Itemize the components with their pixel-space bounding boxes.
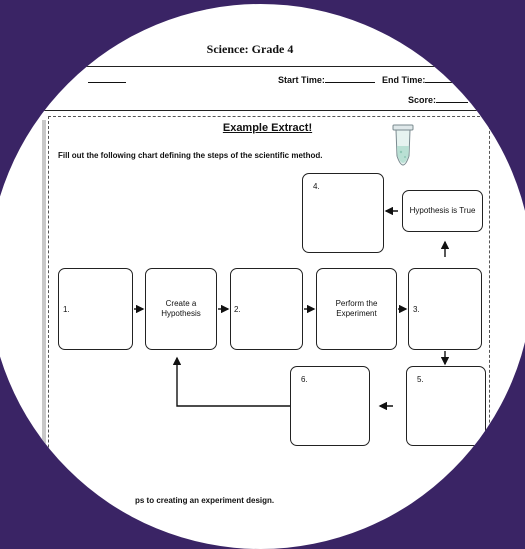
step-box-3-label: 3. xyxy=(413,305,420,314)
score-field: Score: xyxy=(408,94,469,105)
step-box-6-label: 6. xyxy=(301,375,308,384)
start-time-label: Start Time: xyxy=(278,75,325,85)
start-time-field: Start Time: xyxy=(278,74,375,85)
header-bottom-divider xyxy=(40,110,505,111)
perform-experiment-label: Perform the Experiment xyxy=(335,299,378,318)
arrow-6-to-create xyxy=(172,356,290,407)
worksheet-page: Science: Grade 4 Start Time: End Time: S… xyxy=(0,4,525,547)
worksheet-dashed-frame xyxy=(48,116,490,547)
step-box-5: 5. xyxy=(406,366,486,446)
create-hypothesis-label: Create a Hypothesis xyxy=(161,299,201,318)
end-time-label: End Time: xyxy=(382,75,426,85)
step-box-5-label: 5. xyxy=(417,375,424,384)
bottom-instruction-text: ps to creating an experiment design. xyxy=(135,496,275,505)
step-box-3: 3. xyxy=(408,268,482,350)
step-box-2-label: 2. xyxy=(234,305,241,314)
step-box-6: 6. xyxy=(290,366,370,446)
flowchart-arrows xyxy=(134,206,450,411)
step-box-1: 1. xyxy=(58,268,133,350)
example-extract-title: Example Extract! xyxy=(222,122,313,134)
name-blank xyxy=(88,74,126,85)
step-box-create-hypothesis: Create a Hypothesis xyxy=(145,268,217,350)
end-time-field: End Time: xyxy=(382,74,466,85)
header-divider xyxy=(40,66,505,67)
test-tube-icon xyxy=(392,124,414,166)
circular-preview-mask: Science: Grade 4 Start Time: End Time: S… xyxy=(0,4,525,549)
preview-stage: Science: Grade 4 Start Time: End Time: S… xyxy=(0,4,525,549)
score-label: Score: xyxy=(408,95,437,105)
frame-shadow xyxy=(42,120,46,540)
step-box-4: 4. xyxy=(302,173,384,253)
hypothesis-true-label: Hypothesis is True xyxy=(409,206,476,215)
worksheet-instructions: Fill out the following chart defining th… xyxy=(58,151,323,160)
step-box-hypothesis-true: Hypothesis is True xyxy=(402,190,483,232)
step-box-1-label: 1. xyxy=(63,305,70,314)
worksheet-subject-title: Science: Grade 4 xyxy=(206,42,294,56)
step-box-perform-experiment: Perform the Experiment xyxy=(316,268,397,350)
step-box-2: 2. xyxy=(230,268,303,350)
step-box-4-label: 4. xyxy=(313,182,320,191)
